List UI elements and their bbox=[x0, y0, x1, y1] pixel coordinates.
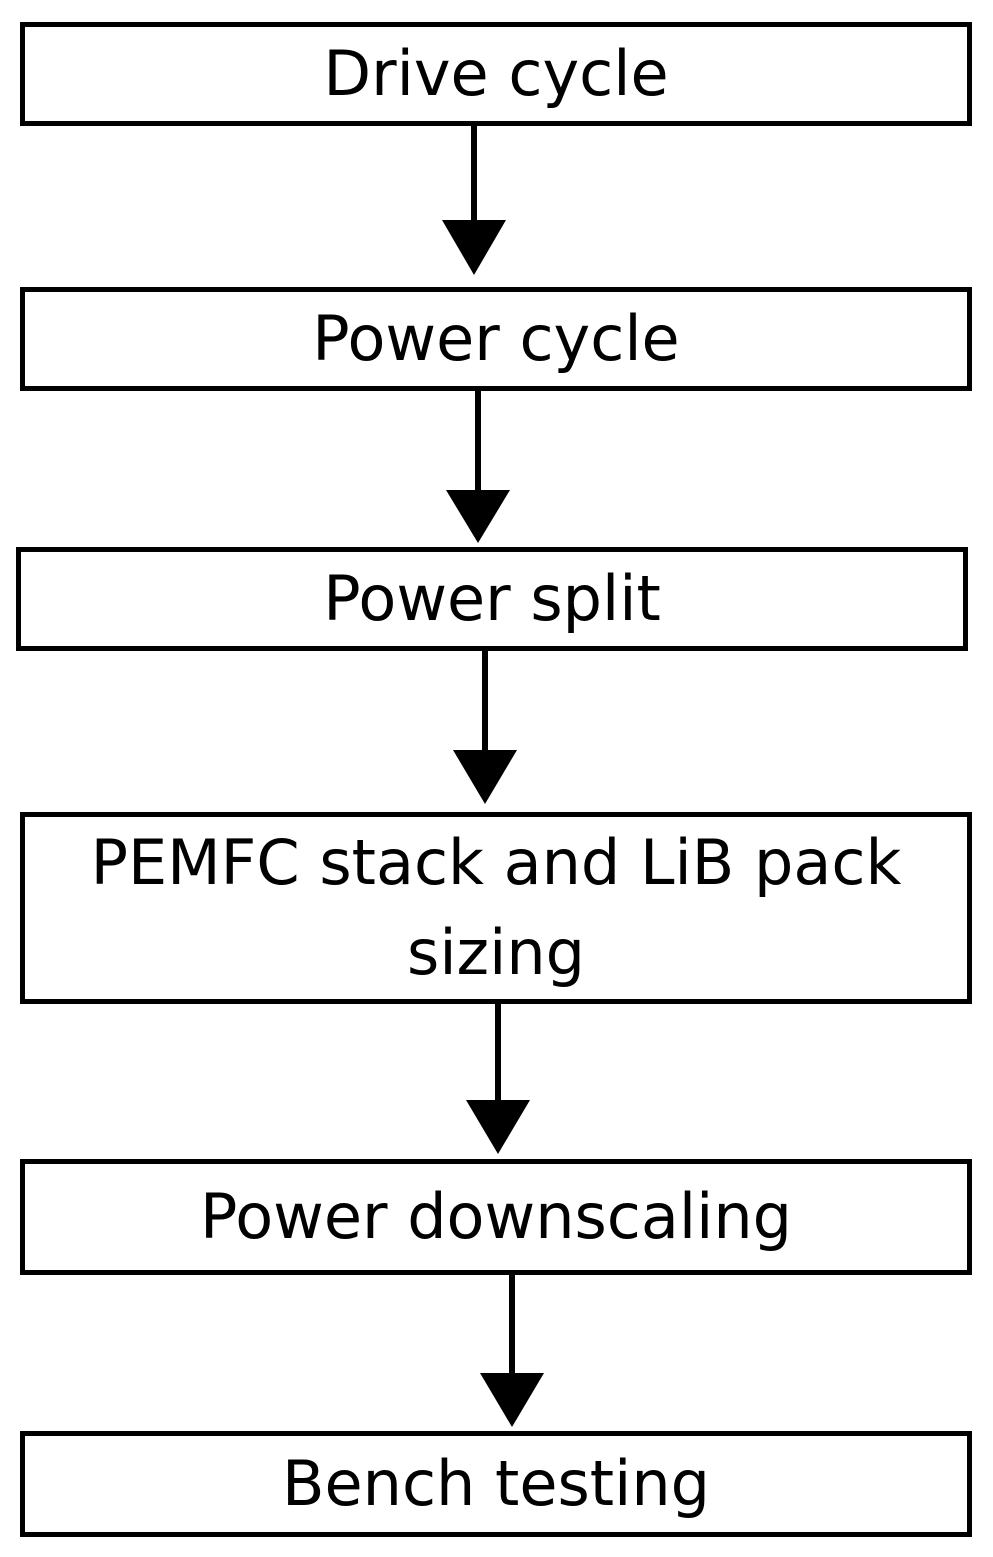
step-label: Power downscaling bbox=[200, 1180, 792, 1254]
step-power-cycle: Power cycle bbox=[20, 287, 972, 391]
arrow-1 bbox=[442, 126, 506, 275]
step-label: Bench testing bbox=[281, 1447, 710, 1521]
step-label: Drive cycle bbox=[323, 37, 669, 111]
arrow-5 bbox=[480, 1275, 544, 1427]
step-label: Power split bbox=[323, 562, 661, 636]
arrow-2 bbox=[446, 391, 510, 543]
arrow-4 bbox=[466, 1004, 530, 1154]
step-power-downscaling: Power downscaling bbox=[20, 1159, 972, 1275]
step-pemfc-lib-sizing: PEMFC stack and LiB pack sizing bbox=[20, 812, 972, 1004]
step-bench-testing: Bench testing bbox=[20, 1431, 972, 1537]
step-power-split: Power split bbox=[16, 547, 968, 651]
step-drive-cycle: Drive cycle bbox=[20, 22, 972, 126]
step-label: PEMFC stack and LiB pack sizing bbox=[90, 826, 902, 989]
arrow-3 bbox=[453, 651, 517, 804]
step-label: Power cycle bbox=[312, 302, 680, 376]
